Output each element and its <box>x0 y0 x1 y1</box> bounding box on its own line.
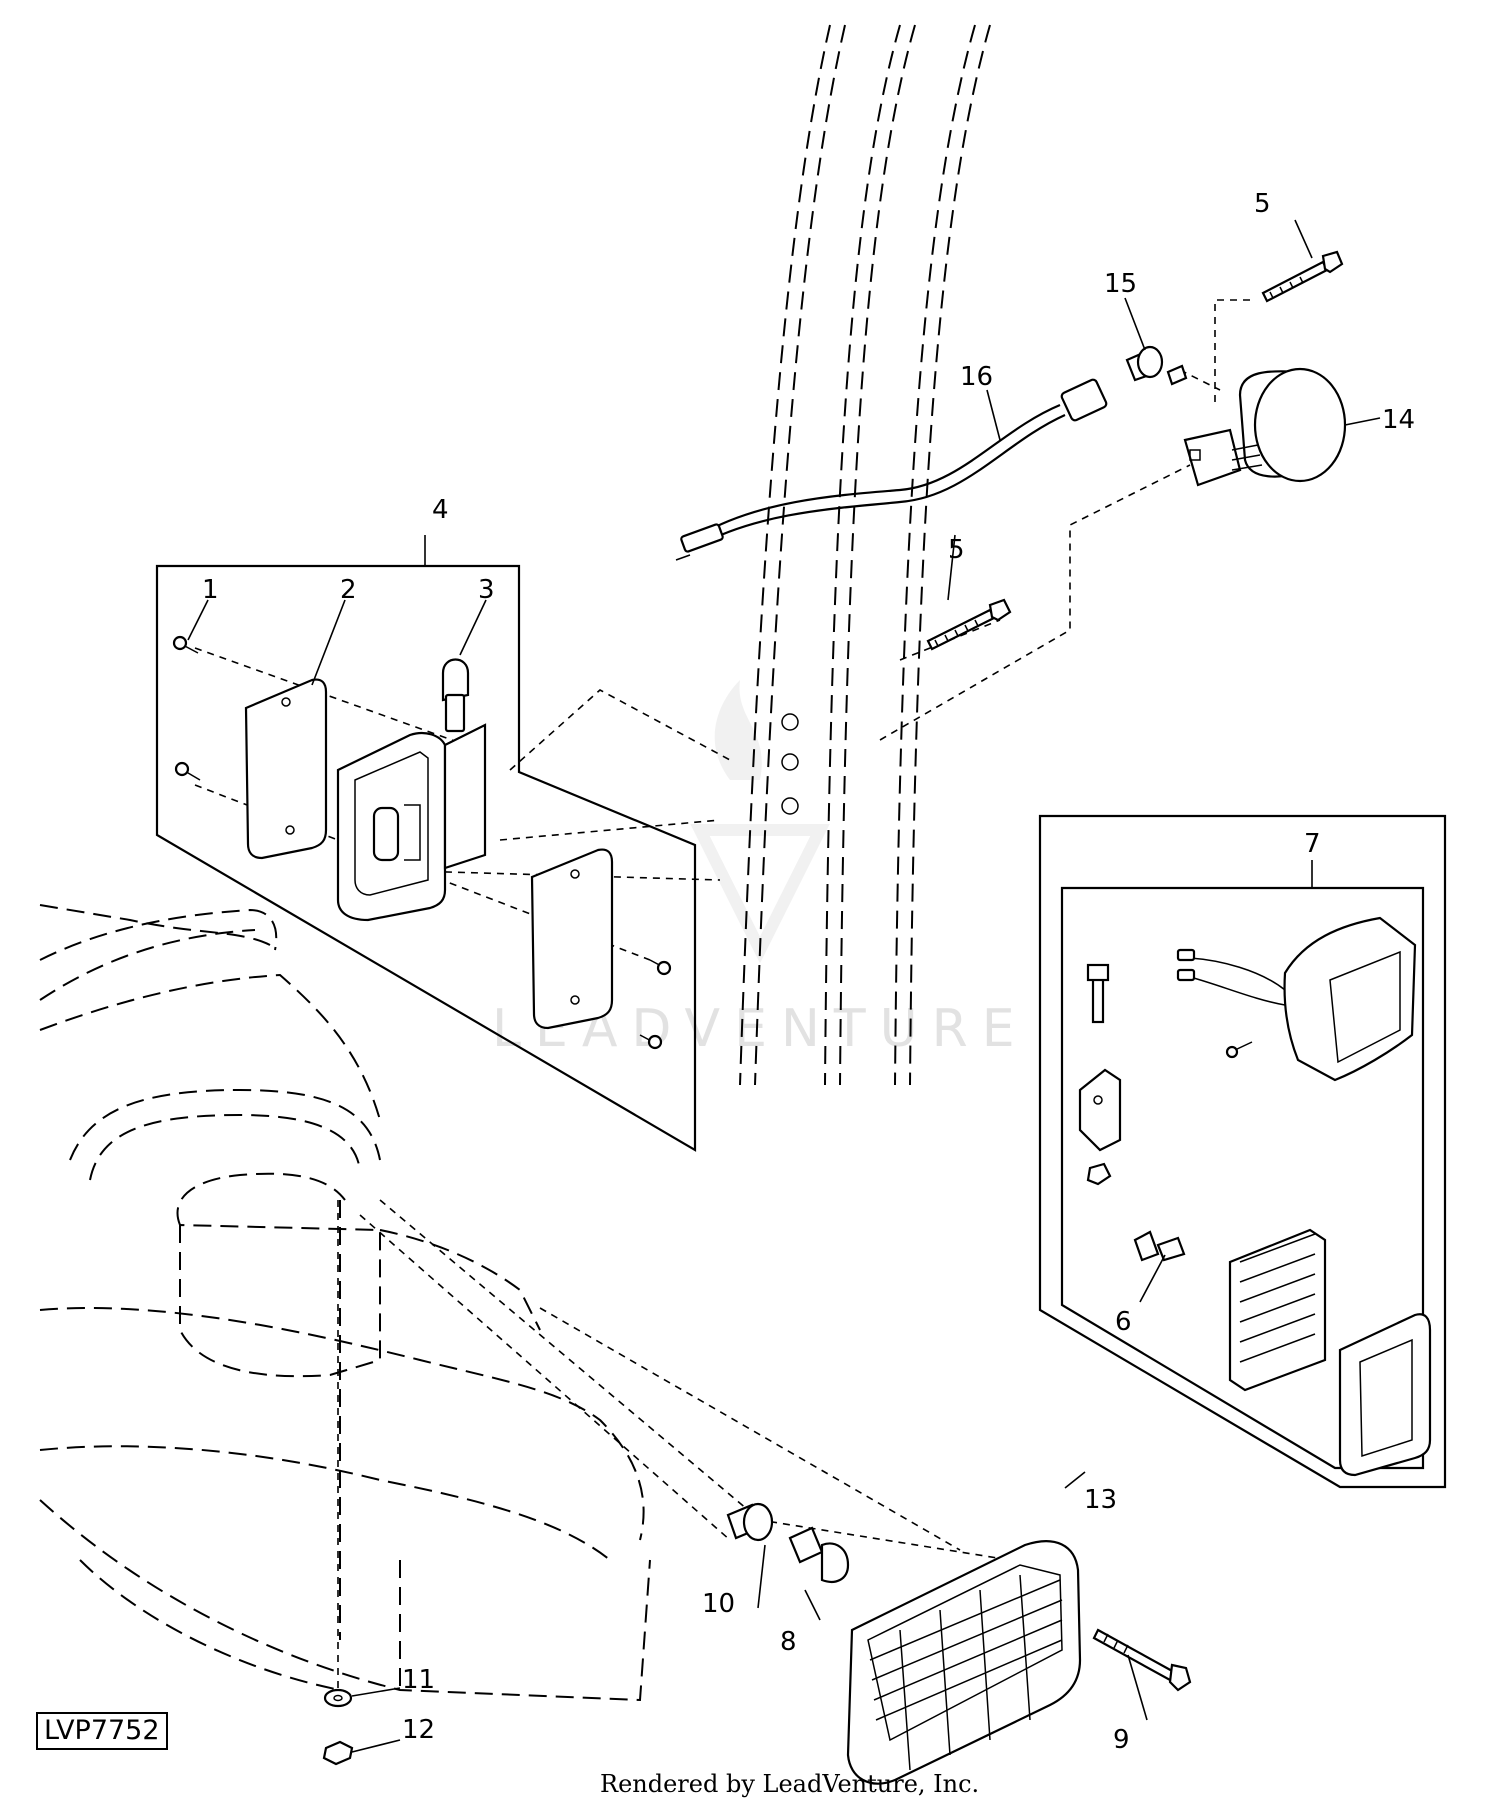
lamp-housing <box>336 723 487 922</box>
kit-7-lens <box>1228 1228 1327 1392</box>
watermark-logo <box>690 680 830 964</box>
callout-5-upper: 5 <box>1254 189 1271 219</box>
fender-outline <box>39 904 651 1702</box>
kit-7-screw <box>1225 1041 1253 1059</box>
mounting-holes <box>781 713 799 815</box>
callout-9: 9 <box>1113 1725 1130 1755</box>
kit-7-bolt <box>1086 963 1110 1024</box>
socket-10 <box>726 1502 774 1542</box>
callout-15: 15 <box>1104 269 1137 299</box>
bolt-9 <box>1092 1628 1192 1692</box>
callout-5-lower: 5 <box>948 535 965 565</box>
kit-7-nut <box>1086 1162 1112 1186</box>
callout-14: 14 <box>1382 405 1415 435</box>
kit-7-lamp-housing <box>1283 916 1417 1082</box>
bolt-5-upper <box>1261 250 1344 303</box>
wire-harness-16 <box>675 378 1108 561</box>
callout-8: 8 <box>780 1627 797 1657</box>
screw-rear-upper <box>649 959 672 976</box>
callout-13: 13 <box>1084 1485 1117 1515</box>
kit-7-outer-boundary <box>1038 814 1447 1489</box>
alignment-lines <box>194 299 1250 1690</box>
work-light-14 <box>1183 367 1347 487</box>
callout-2: 2 <box>340 575 357 605</box>
callout-12: 12 <box>402 1715 435 1745</box>
callout-3: 3 <box>478 575 495 605</box>
screw-rear-lower <box>639 1034 663 1050</box>
leader-lines <box>187 219 1381 1753</box>
lens-plate-rear <box>530 848 614 1030</box>
kit-7-mounting-bracket <box>1078 1068 1122 1152</box>
kit-7-wire-leads <box>1176 948 1286 1006</box>
callout-10: 10 <box>702 1589 735 1619</box>
figure-code-label: LVP7752 <box>36 1712 168 1750</box>
screw-lower-left <box>174 761 201 781</box>
bolt-5-lower <box>926 598 1012 651</box>
callout-1: 1 <box>202 575 219 605</box>
render-credit: Rendered by LeadVenture, Inc. <box>600 1770 980 1798</box>
callout-16: 16 <box>960 362 993 392</box>
kit-7-bezel <box>1338 1313 1432 1477</box>
washer-11 <box>323 1688 353 1708</box>
callout-7: 7 <box>1304 829 1321 859</box>
callout-11: 11 <box>402 1665 435 1695</box>
screw-upper-left <box>172 635 199 654</box>
callout-6: 6 <box>1115 1307 1132 1337</box>
tail-light-13 <box>846 1540 1082 1785</box>
callout-4: 4 <box>432 495 449 525</box>
bulb-8 <box>788 1526 850 1583</box>
lens-plate-front <box>244 678 328 860</box>
socket-15 <box>1125 345 1188 386</box>
nut-12 <box>322 1740 354 1766</box>
bulb-3 <box>441 658 470 733</box>
kit-7-bulb <box>1133 1230 1186 1262</box>
rops-post-outline <box>739 24 991 1086</box>
kit-4-boundary <box>155 564 697 1152</box>
